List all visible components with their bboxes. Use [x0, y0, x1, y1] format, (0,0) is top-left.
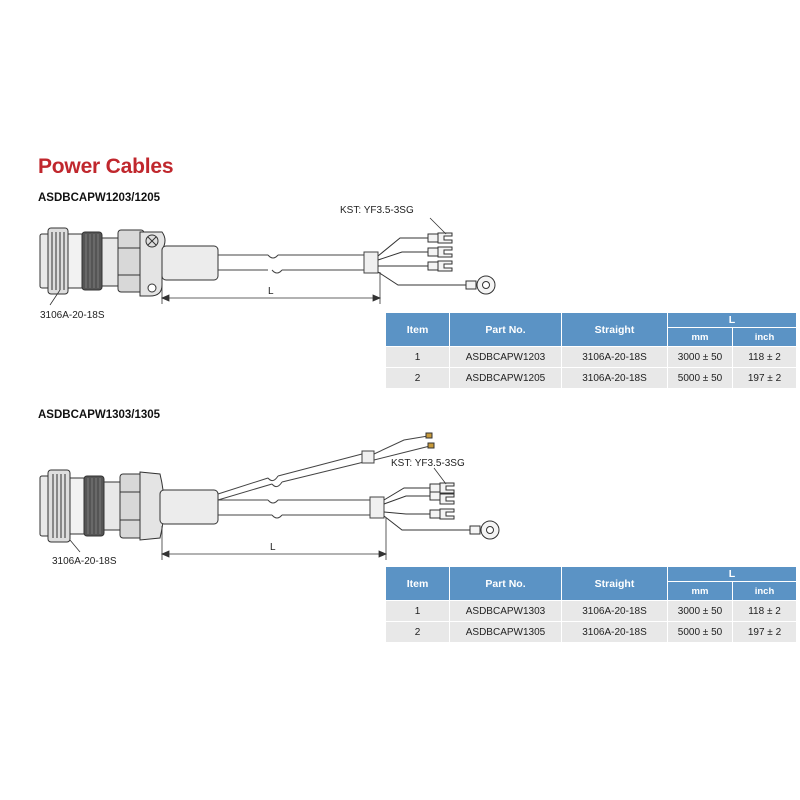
header-mm: mm [667, 327, 733, 347]
ring-terminal-icon [465, 275, 496, 295]
cell-part-no: ASDBCAPW1305 [449, 621, 562, 643]
cable-line [217, 435, 431, 519]
header-inch: inch [732, 327, 797, 347]
header-mm: mm [667, 581, 733, 601]
table-row: 2 ASDBCAPW1305 3106A-20-18S 5000 ± 50 19… [385, 621, 797, 643]
length-dimension [160, 272, 382, 304]
model-title-2: ASDBCAPW1303/1305 [38, 409, 161, 421]
cell-part-no: ASDBCAPW1205 [449, 367, 562, 389]
table-row: 2 ASDBCAPW1205 3106A-20-18S 5000 ± 50 19… [385, 367, 797, 389]
wire-tip-icon [425, 432, 435, 449]
cell-mm: 5000 ± 50 [667, 367, 733, 389]
cell-mm: 3000 ± 50 [667, 346, 733, 368]
cable-line [218, 251, 379, 274]
length-label-1: L [268, 286, 274, 297]
header-straight: Straight [561, 312, 668, 347]
page-title: Power Cables [38, 155, 174, 178]
cell-straight: 3106A-20-18S [561, 346, 668, 368]
cell-mm: 3000 ± 50 [667, 600, 733, 622]
header-l: L [667, 312, 797, 328]
model-title-1: ASDBCAPW1203/1205 [38, 192, 161, 204]
header-item: Item [385, 566, 450, 601]
wire-leads [377, 237, 470, 286]
cell-inch: 118 ± 2 [732, 600, 797, 622]
cell-item: 2 [385, 621, 450, 643]
header-inch: inch [732, 581, 797, 601]
cable-drawing-1 [39, 217, 496, 306]
cell-inch: 118 ± 2 [732, 346, 797, 368]
table-row: 1 ASDBCAPW1303 3106A-20-18S 3000 ± 50 11… [385, 600, 797, 622]
cell-item: 1 [385, 346, 450, 368]
connector-3106a-icon [39, 227, 219, 297]
spec-table-2: Item Part No. Straight L mm inch 1 ASDBC… [385, 566, 797, 643]
cell-mm: 5000 ± 50 [667, 621, 733, 643]
cell-straight: 3106A-20-18S [561, 367, 668, 389]
cell-straight: 3106A-20-18S [561, 600, 668, 622]
connector-label-1: 3106A-20-18S [40, 310, 105, 321]
wire-leads [383, 487, 474, 531]
fork-terminal-icon [429, 482, 455, 520]
cell-straight: 3106A-20-18S [561, 621, 668, 643]
cell-item: 1 [385, 600, 450, 622]
header-part-no: Part No. [449, 312, 562, 347]
cell-part-no: ASDBCAPW1303 [449, 600, 562, 622]
cable-drawing-2 [39, 432, 500, 560]
header-straight: Straight [561, 566, 668, 601]
cell-inch: 197 ± 2 [732, 621, 797, 643]
cell-inch: 197 ± 2 [732, 367, 797, 389]
kst-label-2: KST: YF3.5-3SG [391, 458, 465, 469]
table-row: 1 ASDBCAPW1203 3106A-20-18S 3000 ± 50 11… [385, 346, 797, 368]
cell-part-no: ASDBCAPW1203 [449, 346, 562, 368]
header-part-no: Part No. [449, 566, 562, 601]
ring-terminal-icon [469, 520, 500, 540]
header-l: L [667, 566, 797, 582]
connector-3106a-icon [39, 469, 219, 543]
fork-terminal-icon [427, 232, 453, 272]
cell-item: 2 [385, 367, 450, 389]
length-dimension [160, 518, 388, 560]
length-label-2: L [270, 542, 276, 553]
header-item: Item [385, 312, 450, 347]
kst-label-1: KST: YF3.5-3SG [340, 205, 414, 216]
spec-table-1: Item Part No. Straight L mm inch 1 ASDBC… [385, 312, 797, 389]
connector-label-2: 3106A-20-18S [52, 556, 117, 567]
